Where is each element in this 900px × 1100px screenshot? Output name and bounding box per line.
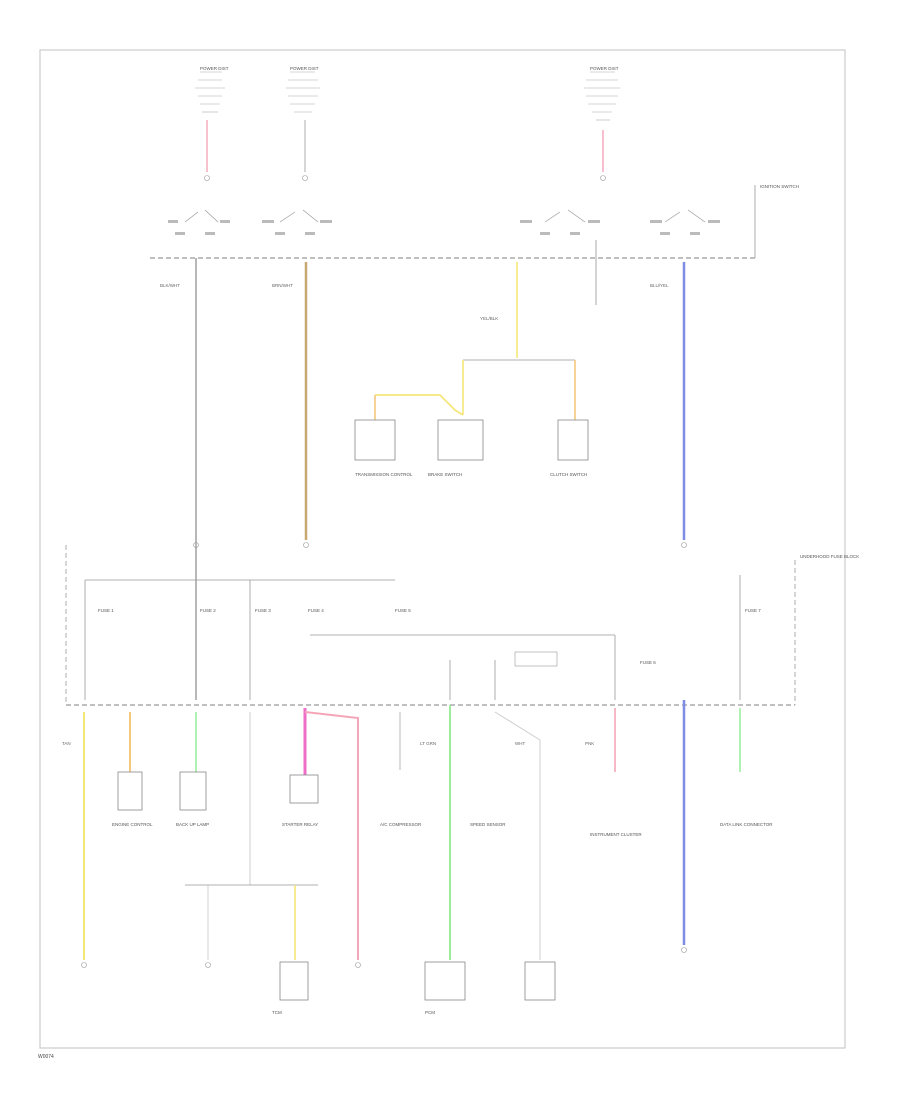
source-label-3: POWER DIST [584, 66, 620, 121]
component-label: ENGINE CONTROL [112, 822, 153, 827]
component-label: SPEED SENSOR [470, 822, 506, 827]
wire-code-label: BRN/WHT [272, 283, 293, 288]
component-label: DATA LINK CONNECTOR [720, 822, 773, 827]
fuse-label: FUSE 2 [200, 608, 216, 613]
connector-dot [355, 962, 361, 968]
fuse-label: FUSE 7 [745, 608, 761, 613]
wire-code-label: BLU/YEL [650, 283, 669, 288]
footer-code: W0074 [38, 1054, 54, 1060]
wire-pink-long [304, 711, 359, 960]
fuse-block: UNDERHOOD FUSE BLOCK FUSE 1 FUSE 2 FUSE … [65, 545, 859, 706]
connector-dot [303, 542, 309, 548]
component-clutch-switch: CLUTCH SWITCH [550, 419, 589, 477]
wire-code-label: BLK/WHT [160, 283, 180, 288]
component-label: A/C COMPRESSOR [380, 822, 422, 827]
component-label: BRAKE SWITCH [428, 472, 462, 477]
fuse-label: FUSE 1 [98, 608, 114, 613]
wire-gray-bend [494, 711, 541, 960]
wire-code-label: LT GRN [420, 741, 436, 746]
component-label: STARTER RELAY [282, 822, 318, 827]
connector-dot [193, 542, 199, 548]
connector-dot [681, 542, 687, 548]
wire-code-label: PNK [585, 741, 594, 746]
fuse-label: FUSE 6 [640, 660, 656, 665]
component-ac-compressor: A/C COMPRESSOR [380, 822, 422, 827]
component-label: BACK UP LAMP [176, 822, 209, 827]
ignition-switch-label: IGNITION SWITCH [760, 184, 799, 189]
wire-code-label: YEL/BLK [480, 316, 498, 321]
component-starter-relay: STARTER RELAY [282, 774, 319, 827]
fuse-label: FUSE 3 [255, 608, 271, 613]
component-label: INSTRUMENT CLUSTER [590, 832, 642, 837]
connector-dot [681, 947, 687, 953]
source-label-2: POWER DIST [286, 66, 320, 113]
source-label-1-text: POWER DIST [200, 66, 229, 71]
fuse-label: FUSE 4 [308, 608, 324, 613]
fuse-label: FUSE 5 [395, 608, 411, 613]
connector-dot [302, 175, 308, 181]
source-label-1: POWER DIST [195, 66, 229, 113]
component-pcm: PCM [424, 961, 466, 1015]
connector-dot [204, 175, 210, 181]
component-label: TRANSMISSION CONTROL [355, 472, 413, 477]
component-brake-switch: BRAKE SWITCH [428, 419, 484, 477]
connector-dot [600, 175, 606, 181]
connector-dot [81, 962, 87, 968]
component-engine-control: ENGINE CONTROL [112, 771, 153, 827]
wire-code-label: WHT [515, 741, 525, 746]
ignition-switch: IGNITION SWITCH [150, 184, 799, 259]
component-transmission-switch: TRANSMISSION CONTROL [354, 419, 413, 477]
connector-dot [205, 962, 211, 968]
component-label: PCM [425, 1010, 435, 1015]
component-tcm: TCM [272, 961, 309, 1015]
diagram-frame [39, 49, 846, 1049]
component-back-up-lamp: BACK UP LAMP [176, 771, 209, 827]
component-label: CLUTCH SWITCH [550, 472, 587, 477]
component-instrument-cluster: INSTRUMENT CLUSTER [590, 832, 642, 837]
wire-yellow-bend [375, 394, 464, 416]
wire-code-label: TAN [62, 741, 71, 746]
component-label: TCM [272, 1010, 282, 1015]
source-label-3-text: POWER DIST [590, 66, 619, 71]
component-bottom-right-box [524, 961, 556, 1001]
source-label-2-text: POWER DIST [290, 66, 319, 71]
component-speed-sensor: SPEED SENSOR [470, 822, 506, 827]
component-fuse-bottom-right: DATA LINK CONNECTOR [720, 822, 773, 827]
fuse-block-label: UNDERHOOD FUSE BLOCK [800, 554, 859, 559]
